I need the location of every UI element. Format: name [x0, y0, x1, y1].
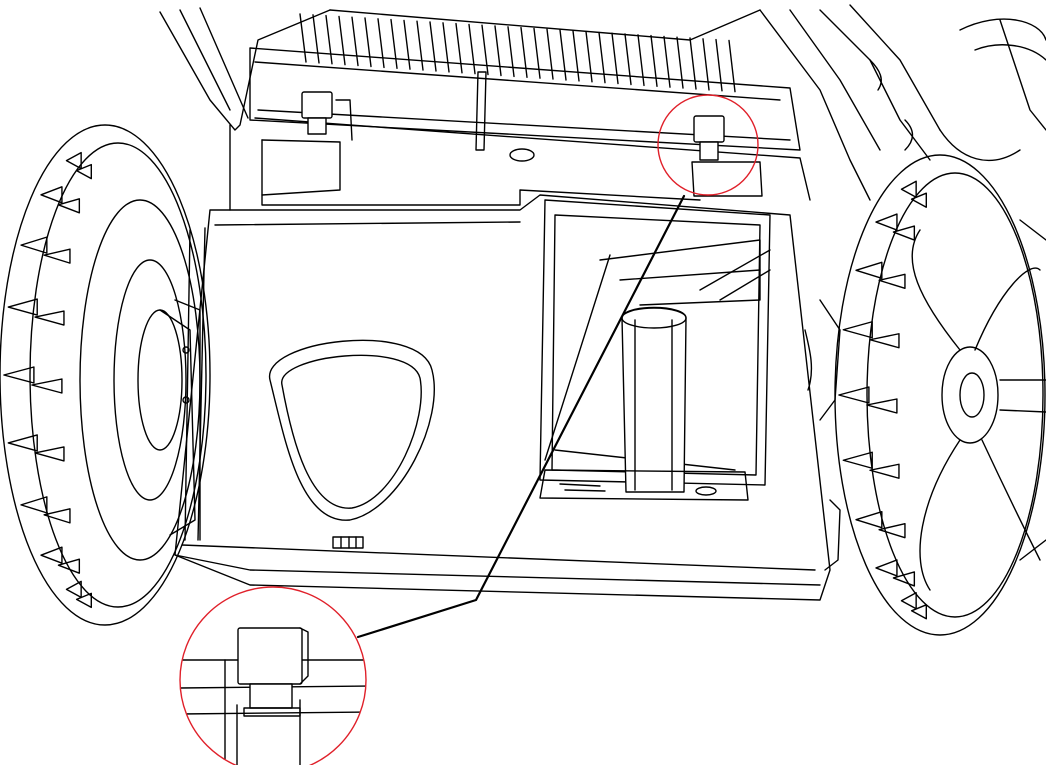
vent-slat: [442, 22, 450, 73]
tread-lug: [910, 604, 927, 620]
vent-slat: [507, 26, 515, 78]
vent-slat: [403, 19, 411, 70]
tread-lug: [866, 398, 898, 414]
right-wheel: [834, 154, 1046, 636]
tread-lug: [869, 333, 900, 349]
upper-housing: [159, 7, 811, 211]
callout-inset: [179, 586, 367, 765]
tread-lug: [34, 446, 65, 462]
tread-lug: [20, 496, 48, 514]
centre-knob: [509, 148, 535, 162]
tread-lug: [838, 386, 870, 404]
left-wheel: [0, 124, 211, 626]
tread-lug: [3, 366, 35, 384]
vent-slat: [546, 28, 554, 80]
vent-slat: [325, 14, 333, 65]
callout-highlight-circle: [657, 94, 759, 196]
vent-slat: [559, 29, 567, 81]
vent-slat: [494, 25, 502, 77]
bag-label: [332, 536, 364, 549]
vent-slat: [520, 26, 528, 78]
tread-lug: [900, 180, 917, 198]
tread-lug: [57, 198, 81, 214]
vent-slat: [624, 33, 632, 86]
tread-lug: [20, 236, 48, 254]
tread-lug: [75, 592, 92, 609]
vent-slat: [676, 36, 684, 89]
vent-slat: [312, 14, 320, 64]
tread-lug: [65, 580, 82, 599]
tread-lug: [900, 592, 917, 610]
vent-slat: [468, 23, 476, 75]
tread-lug: [75, 163, 92, 180]
right-bracket: [804, 299, 841, 571]
vent-slat: [377, 18, 385, 69]
latch-clip-right: [691, 115, 763, 197]
tread-lug: [875, 559, 898, 577]
tread-lug: [31, 378, 63, 394]
tread-lug: [57, 558, 81, 574]
rear-body: [174, 194, 831, 601]
tread-lug: [43, 508, 71, 524]
tread-lug: [7, 434, 38, 452]
tread-lug: [855, 510, 883, 529]
tread-lug: [892, 225, 916, 241]
vent-slat: [689, 37, 697, 90]
tread-lug: [842, 451, 873, 469]
vent-slat: [338, 15, 346, 66]
handle-frame: [759, 4, 1046, 201]
inset-circle: [179, 586, 367, 765]
vent-slats: [299, 13, 736, 93]
inset-latch-head: [237, 627, 303, 685]
vent-slat: [650, 34, 658, 87]
tread-lug: [910, 192, 927, 208]
vent-slat: [598, 31, 606, 84]
vent-slat: [299, 13, 307, 63]
vent-slat: [611, 32, 619, 85]
vent-slat: [702, 38, 710, 91]
vent-slat: [429, 21, 437, 72]
tread-lug: [875, 213, 898, 231]
tread-lug: [855, 261, 883, 280]
vent-slat: [455, 22, 463, 74]
vent-slat: [364, 17, 372, 68]
vent-slat: [728, 39, 736, 93]
inset-latch-stem: [249, 683, 293, 709]
discharge-opening: [539, 199, 771, 501]
vent-slat: [390, 18, 398, 69]
vent-slat: [715, 38, 723, 92]
bag-handle-recess: [269, 339, 435, 521]
latch-clip-left: [301, 91, 353, 141]
tread-lug: [878, 522, 906, 539]
vent-slat: [351, 16, 359, 67]
vent-slat: [416, 20, 424, 71]
tread-lug: [869, 463, 900, 479]
tread-lug: [40, 186, 63, 204]
vent-slat: [585, 30, 593, 83]
tread-lug: [43, 248, 71, 264]
tread-lug: [842, 321, 873, 339]
tread-lug: [34, 310, 65, 326]
tread-lug: [892, 571, 916, 587]
tread-lug: [40, 546, 63, 564]
vent-slat: [637, 34, 645, 87]
tread-lug: [7, 298, 38, 316]
vent-slat: [663, 35, 671, 88]
vent-slat: [481, 24, 489, 76]
vent-slat: [533, 27, 541, 79]
centre-lever: [475, 71, 487, 151]
callout-leader-line: [356, 194, 686, 639]
tread-lug: [65, 151, 82, 170]
vent-slat: [572, 30, 580, 82]
tread-lug: [878, 273, 906, 290]
